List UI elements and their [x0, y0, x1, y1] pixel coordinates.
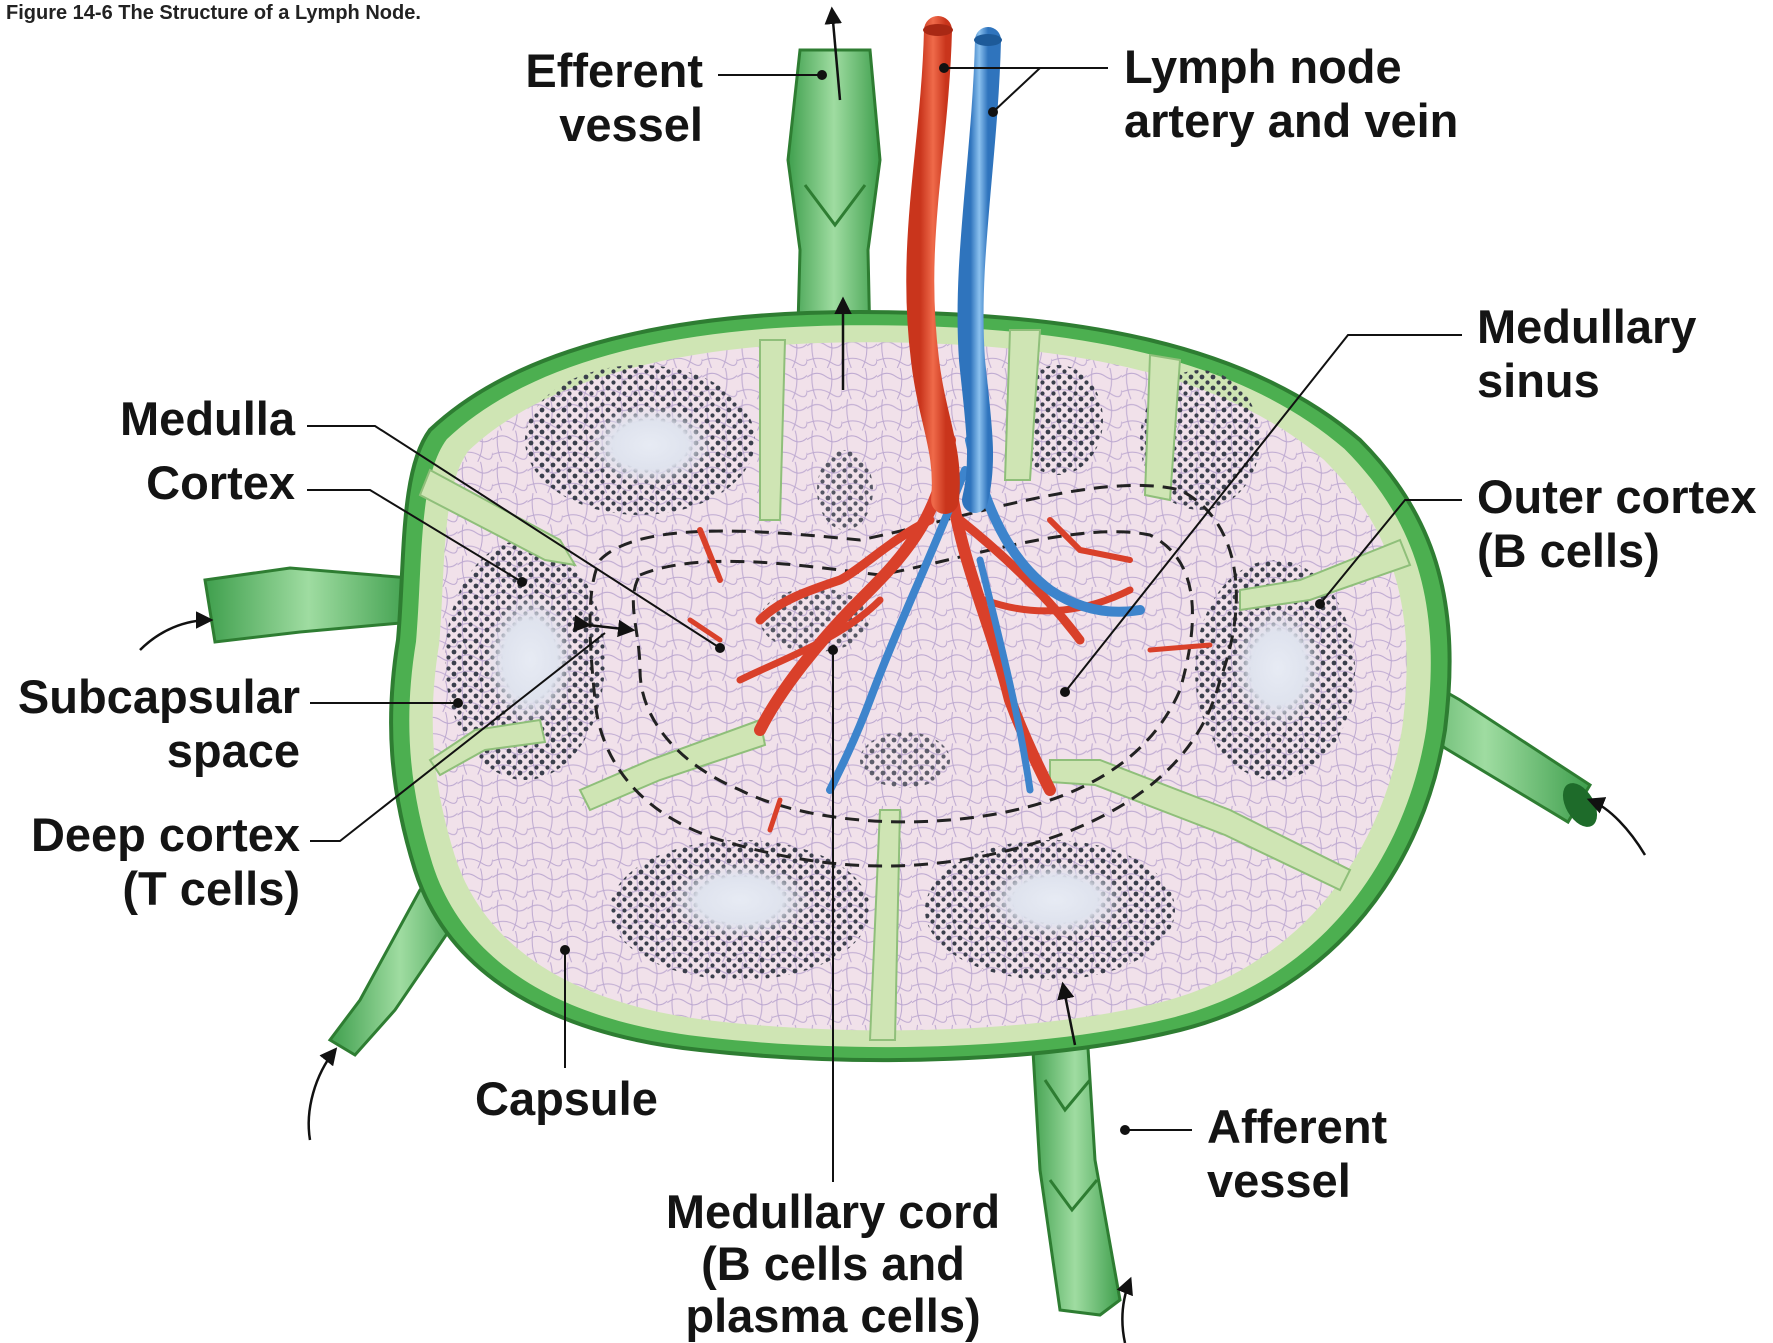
label-afferent-vessel: Afferent vessel	[1207, 1100, 1387, 1208]
label-cortex: Cortex	[146, 456, 295, 510]
label-lymph-node-artery-vein: Lymph node artery and vein	[1124, 40, 1458, 148]
label-subcapsular-space: Subcapsular space	[18, 670, 300, 778]
label-capsule: Capsule	[475, 1072, 658, 1126]
leader-vein	[993, 68, 1040, 112]
afferent-vessel-left	[205, 568, 412, 642]
lymph-node-body	[391, 312, 1450, 1060]
figure-caption: Figure 14-6 The Structure of a Lymph Nod…	[6, 2, 421, 25]
afferent-flow-arrow-bottom	[1122, 1280, 1130, 1343]
label-medullary-sinus: Medullary sinus	[1477, 300, 1696, 408]
afferent-flow-arrow-left	[140, 620, 210, 650]
afferent-flow-arrow-right	[1590, 800, 1645, 855]
label-efferent-vessel: Efferent vessel	[525, 44, 703, 152]
label-outer-cortex: Outer cortex (B cells)	[1477, 470, 1756, 578]
label-medulla: Medulla	[120, 392, 295, 446]
label-deep-cortex: Deep cortex (T cells)	[31, 808, 300, 916]
label-medullary-cord: Medullary cord (B cells and plasma cells…	[643, 1186, 1023, 1342]
lymph-node-vein	[971, 40, 988, 500]
afferent-flow-arrow-lower-left	[309, 1050, 335, 1140]
